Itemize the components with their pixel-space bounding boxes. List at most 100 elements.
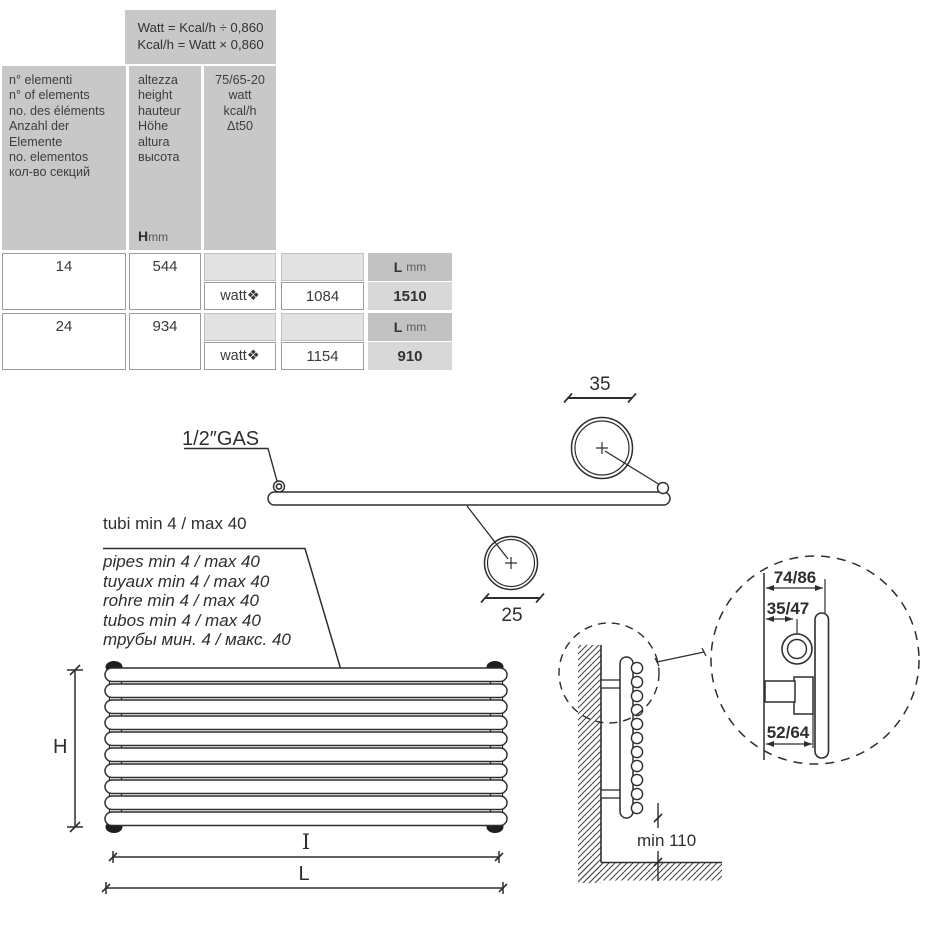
translation-line: трубы мин. 4 / макс. 40 (103, 630, 291, 650)
top-view-drawing: 1/2″GAS 35 25 (182, 374, 671, 626)
detail-bracket-outer (793, 676, 814, 715)
mm-unit: mm (406, 320, 427, 334)
tube-end-circles (630, 661, 644, 815)
detail-panel-profile (814, 612, 830, 759)
detail-bracket-inner (764, 680, 796, 703)
column-header-height: altezza height hauteur Höhe altura высот… (129, 66, 201, 250)
front-view-drawing: H I L (53, 661, 508, 894)
header-line: altezza (138, 73, 178, 87)
header-line: n° elementi (9, 73, 73, 87)
formula-kcal: Kcal/h = Watt × 0,860 (137, 37, 264, 52)
wall-bracket (600, 679, 621, 689)
leader-line (466, 505, 509, 560)
gas-connection-label: 1/2″GAS (182, 428, 259, 450)
cell-elements: 14 (2, 253, 126, 310)
arrowhead (766, 585, 774, 591)
dim-H-label: H (53, 736, 67, 758)
mm-unit: mm (406, 260, 427, 274)
cell-height: 934 (129, 313, 201, 370)
header-line: no. des éléments (9, 103, 105, 118)
dim-L-label: L (298, 863, 309, 885)
header-line: высота (138, 150, 180, 165)
cell-empty (204, 253, 276, 281)
header-line: altura (138, 134, 170, 149)
radiator-top-profile (267, 491, 671, 506)
arrowhead (766, 616, 774, 622)
arrowhead (766, 741, 774, 747)
gas-connection-inner (275, 483, 283, 490)
side-view-drawing: 74/86 35/47 52/64 min 110 (558, 555, 920, 883)
detail-tube-circle (781, 633, 813, 665)
wall-bracket (600, 789, 621, 799)
right-connection-circle (656, 481, 670, 495)
dim-74-86: 74/86 (774, 568, 817, 587)
wall-hatch (578, 645, 601, 883)
cell-empty (204, 313, 276, 341)
gas-leader-line (184, 447, 278, 482)
note-leader-lines (103, 547, 342, 671)
arrowhead (804, 741, 812, 747)
tube-connectors (108, 680, 504, 814)
cell-height: 544 (129, 253, 201, 310)
gas-connection-circle (272, 480, 286, 493)
formula-watt: Watt = Kcal/h ÷ 0,860 (137, 20, 264, 35)
header-line: no. elementos (9, 150, 89, 165)
dim-I-label: I (302, 830, 310, 854)
header-line: hauteur (138, 103, 181, 118)
dim-52-64: 52/64 (767, 723, 810, 742)
pipes-note-title: tubi min 4 / max 40 (103, 514, 247, 533)
height-unit-label: Hmm (138, 227, 169, 245)
dim-min110-label: min 110 (637, 831, 696, 850)
header-line: кол-во секций (9, 165, 91, 180)
dim-tick (480, 592, 490, 604)
mm-unit: mm (148, 229, 169, 244)
note-leader-path (103, 547, 342, 671)
floor-hatch (578, 862, 722, 881)
translation-line: tubos min 4 / max 40 (103, 610, 261, 630)
cell-watt-value: 1154 (281, 342, 364, 370)
header-line: 75/65-20 (215, 73, 265, 87)
cell-empty (281, 313, 364, 341)
cell-length-value: 1510 (368, 282, 452, 310)
link-tick (654, 657, 660, 667)
header-line: Anzahl der (9, 119, 70, 134)
radiator-tubes (104, 667, 508, 827)
dim-35: 35 (589, 374, 610, 395)
cell-watt-value: 1084 (281, 282, 364, 310)
detail-source-circle (558, 622, 660, 724)
h-symbol: H (138, 227, 149, 244)
dim-25: 25 (501, 605, 522, 626)
dim-min110-lines (653, 803, 663, 881)
cell-watt-label: watt❖ (204, 282, 276, 310)
header-line: Elemente (9, 134, 63, 149)
detail-link-line (656, 651, 705, 663)
cell-empty (281, 253, 364, 281)
conversion-formula-box: Watt = Kcal/h ÷ 0,860 Kcal/h = Watt × 0,… (125, 10, 276, 64)
translation-line: tuyaux min 4 / max 40 (103, 571, 270, 591)
dim-tick (627, 392, 637, 404)
dim-tick (535, 592, 545, 604)
header-line: Δt50 (227, 119, 253, 134)
l-symbol: L (393, 319, 403, 335)
header-line: Höhe (138, 119, 169, 134)
l-symbol: L (393, 259, 403, 275)
tube-section-inner (574, 420, 630, 476)
cell-length-value: 910 (368, 342, 452, 370)
arrowhead (815, 585, 823, 591)
dim-L-lines (101, 882, 508, 894)
column-header-power: 75/65-20 watt kcal/h Δt50 (204, 66, 276, 250)
center-cross (596, 442, 608, 454)
pipes-note-translations: pipes min 4 / max 40 tuyaux min 4 / max … (103, 552, 291, 650)
column-header-elements: n° elementi n° of elements no. des éléme… (2, 66, 126, 250)
header-line: kcal/h (223, 103, 257, 118)
cell-watt-label: watt❖ (204, 342, 276, 370)
detail-tube-inner (786, 638, 808, 660)
header-line: n° of elements (9, 88, 90, 103)
header-line: height (138, 88, 173, 103)
dim-35-47: 35/47 (767, 599, 810, 618)
detail-zoom-circle (710, 555, 920, 765)
translation-line: rohre min 4 / max 40 (103, 591, 259, 611)
